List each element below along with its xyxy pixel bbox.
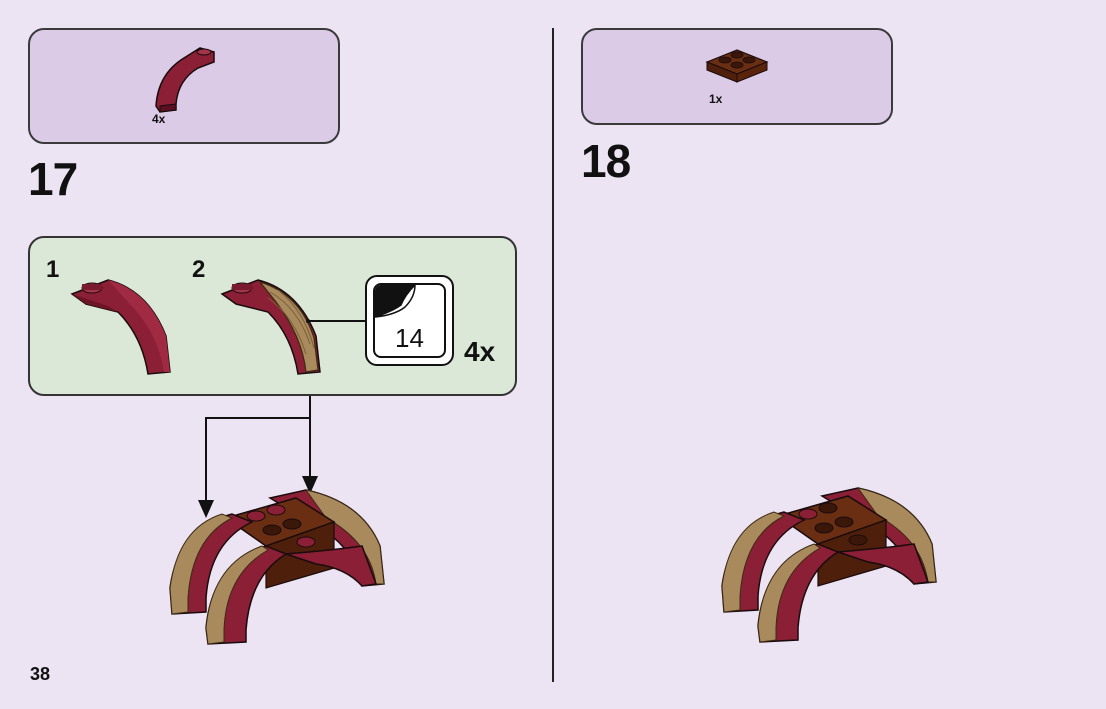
page-number: 38 <box>30 664 51 684</box>
plate-2x2-icon <box>705 49 769 83</box>
curved-brick-substep-1 <box>70 279 171 375</box>
parts-callout-step-18: 1x <box>581 28 893 125</box>
part-quantity: 4x <box>152 112 166 126</box>
substep-number: 2 <box>192 256 206 283</box>
parts-callout-step-17: 4x <box>28 28 340 144</box>
model-step-17 <box>169 489 385 645</box>
page-divider <box>552 28 554 682</box>
sticker-number: 14 <box>395 323 424 353</box>
part-quantity: 1x <box>709 92 723 106</box>
step-number: 17 <box>28 153 78 205</box>
sticker-sheet: 14 <box>373 283 446 358</box>
sticker-peel-icon <box>375 285 416 318</box>
step-number: 18 <box>581 135 631 187</box>
sticker-leader-line <box>306 319 366 323</box>
assembly-arrows <box>198 396 318 518</box>
curved-brick-with-sticker <box>220 279 321 375</box>
sticker-callout: 14 <box>365 275 454 366</box>
sub-assembly-multiplier: 4x <box>464 336 496 367</box>
substep-number: 1 <box>46 256 60 283</box>
model-step-18 <box>721 487 937 643</box>
curved-brick-icon <box>155 47 215 113</box>
